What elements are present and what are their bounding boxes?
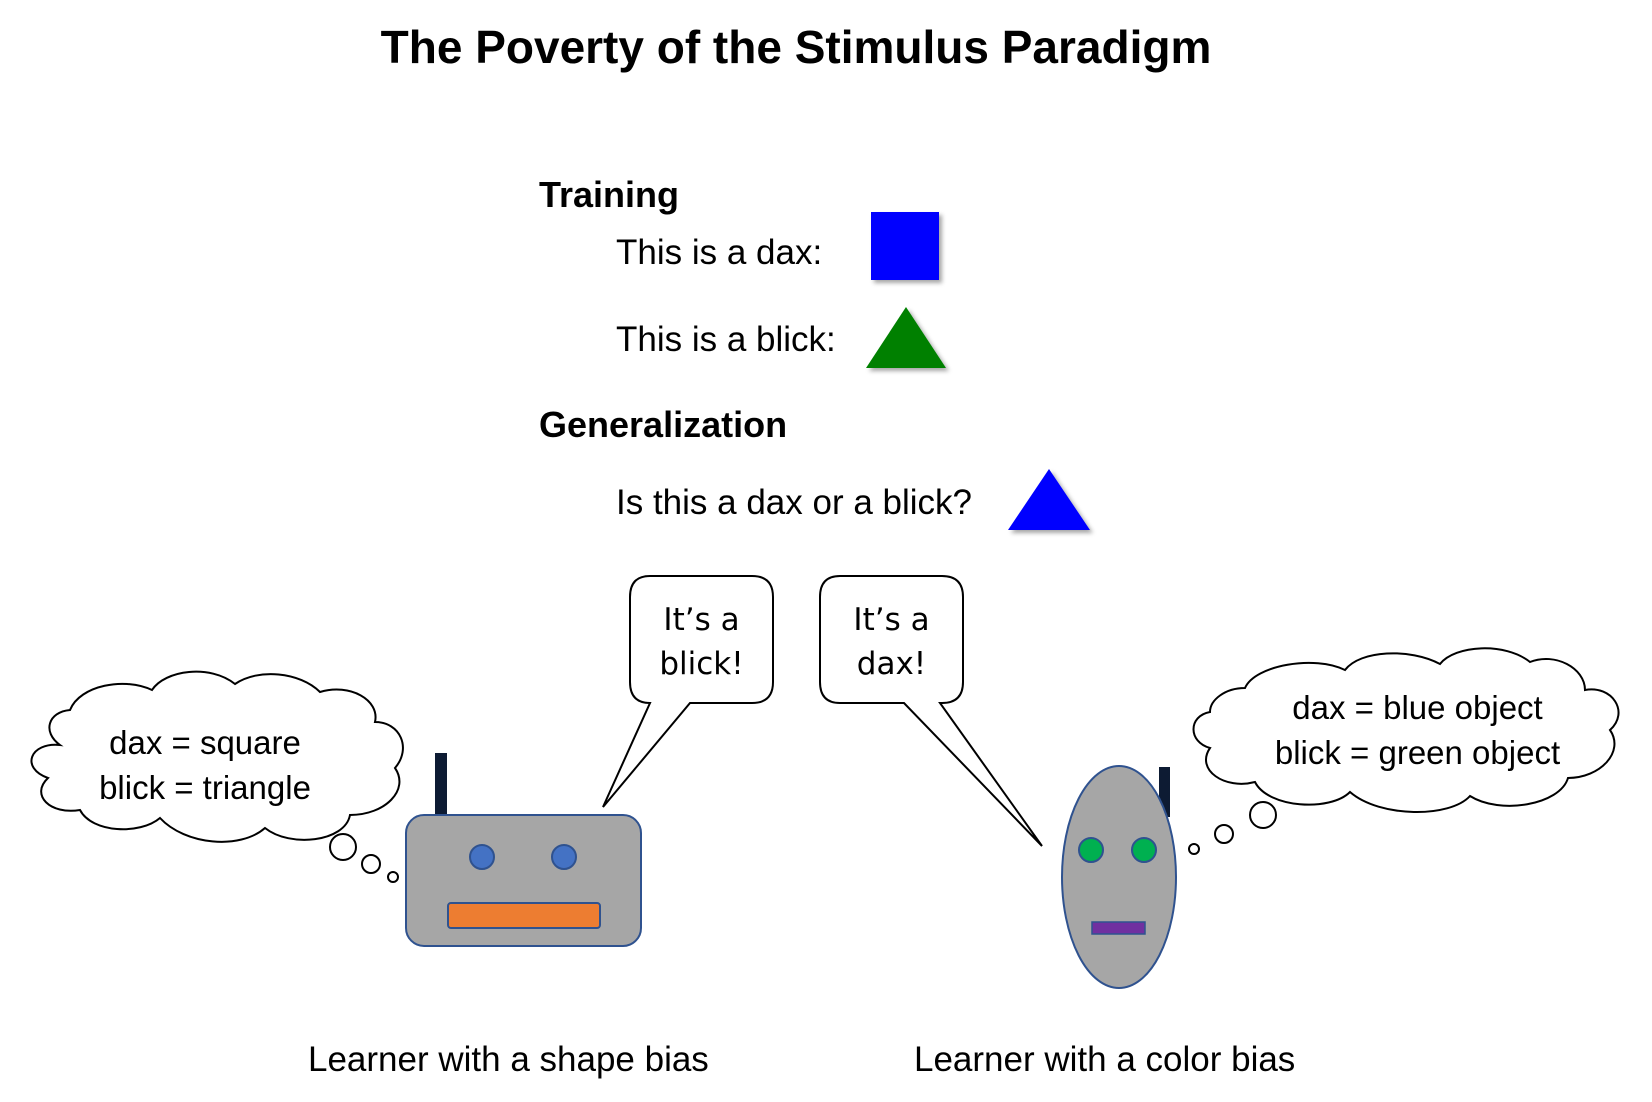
speech-text-right: It’s a dax! bbox=[820, 598, 963, 686]
training-dax-label: This is a dax: bbox=[616, 233, 823, 272]
speech-text-left: It’s a blick! bbox=[630, 598, 773, 686]
speech-line: It’s a bbox=[853, 602, 930, 638]
shape-bias-robot bbox=[405, 753, 642, 947]
speech-line: It’s a bbox=[663, 602, 740, 638]
robot-antenna bbox=[1159, 767, 1170, 817]
robot-left-eye bbox=[1078, 837, 1104, 863]
thought-text-right: dax = blue object blick = green object bbox=[1240, 685, 1595, 775]
color-bias-robot bbox=[1061, 765, 1177, 989]
training-blick-label: This is a blick: bbox=[616, 320, 836, 359]
generalization-question: Is this a dax or a blick? bbox=[616, 483, 972, 522]
robot-head bbox=[1061, 765, 1177, 989]
speech-bubble-right bbox=[819, 575, 1043, 847]
robot-right-eye bbox=[1131, 837, 1157, 863]
page-title: The Poverty of the Stimulus Paradigm bbox=[380, 21, 1212, 73]
speech-line: dax! bbox=[856, 646, 927, 682]
blick-triangle-shape bbox=[866, 307, 946, 368]
robot-antenna bbox=[435, 753, 447, 815]
thought-line: dax = square bbox=[109, 724, 301, 761]
generalization-heading: Generalization bbox=[539, 404, 788, 445]
robot-left-eye bbox=[469, 844, 495, 870]
shape-bias-caption: Learner with a shape bias bbox=[308, 1040, 709, 1079]
color-bias-caption: Learner with a color bias bbox=[914, 1040, 1296, 1079]
robot-mouth bbox=[447, 902, 601, 929]
speech-bubble-left bbox=[602, 575, 774, 808]
robot-mouth bbox=[1091, 921, 1146, 935]
dax-square-shape bbox=[871, 212, 939, 280]
thought-cloud-right bbox=[1188, 647, 1620, 855]
test-triangle-shape bbox=[1008, 469, 1090, 530]
speech-line: blick! bbox=[659, 646, 744, 682]
training-heading: Training bbox=[539, 174, 680, 215]
thought-line: blick = triangle bbox=[99, 769, 311, 806]
thought-line: dax = blue object bbox=[1292, 689, 1543, 726]
thought-line: blick = green object bbox=[1274, 734, 1561, 771]
robot-right-eye bbox=[551, 844, 577, 870]
thought-text-left: dax = square blick = triangle bbox=[65, 720, 345, 810]
thought-cloud-left bbox=[30, 670, 404, 883]
